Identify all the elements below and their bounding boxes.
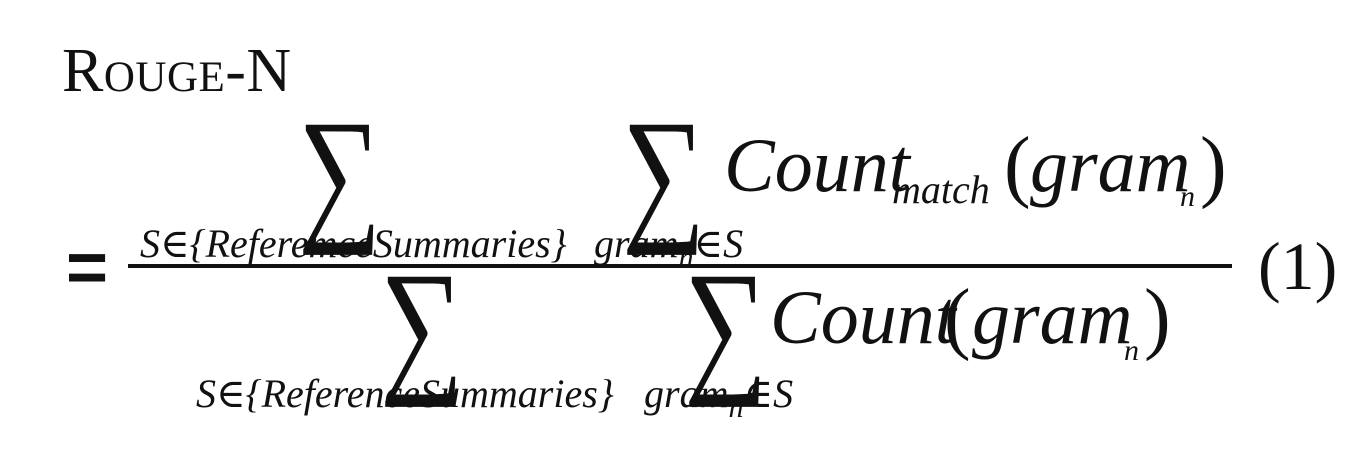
numerator-argument: gram	[1030, 124, 1191, 208]
subscript-tail: ∈S	[693, 221, 744, 266]
denominator-argument-subscript: n	[1124, 334, 1139, 367]
subscript-gram: gram	[644, 371, 729, 416]
denominator-term: Count	[770, 276, 956, 360]
fraction-bar	[128, 264, 1232, 268]
subscript-gram: gram	[594, 221, 679, 266]
denominator-open-paren: (	[944, 274, 971, 362]
subscript-set: ReferemceSummaries	[205, 221, 551, 266]
inner-sum-symbol: ∑	[622, 90, 706, 256]
subscript-variable: S∈{	[196, 371, 262, 416]
outer-sum-subscript: S∈{ReferemceSummaries}	[140, 224, 567, 264]
numerator-term-subscript: match	[892, 167, 990, 212]
numerator-term: Count	[724, 124, 910, 208]
equation-number: (1)	[1258, 228, 1338, 304]
subscript-variable: S∈{	[140, 221, 206, 266]
inner-sum-symbol: ∑	[684, 242, 768, 408]
inner-sum-subscript: gramn∈S	[644, 371, 794, 423]
numerator-close-paren: )	[1200, 122, 1227, 210]
subscript-set: ReferenceSummaries	[261, 371, 598, 416]
outer-sum-symbol: ∑	[380, 242, 464, 408]
outer-sum-symbol: ∑	[298, 90, 382, 256]
subscript-close: }	[550, 221, 567, 266]
subscript-close: }	[597, 371, 614, 416]
subscript-n: n	[728, 391, 744, 424]
outer-sum-subscript: S∈{ReferenceSummaries}	[196, 374, 614, 414]
denominator-close-paren: )	[1144, 274, 1171, 362]
equals-sign: =	[66, 228, 109, 308]
numerator-argument-subscript: n	[1180, 180, 1195, 213]
denominator-argument: gram	[972, 276, 1133, 360]
numerator-open-paren: (	[1004, 122, 1031, 210]
subscript-tail: ∈S	[743, 371, 794, 416]
formula-title: Rouge-N	[62, 37, 292, 105]
